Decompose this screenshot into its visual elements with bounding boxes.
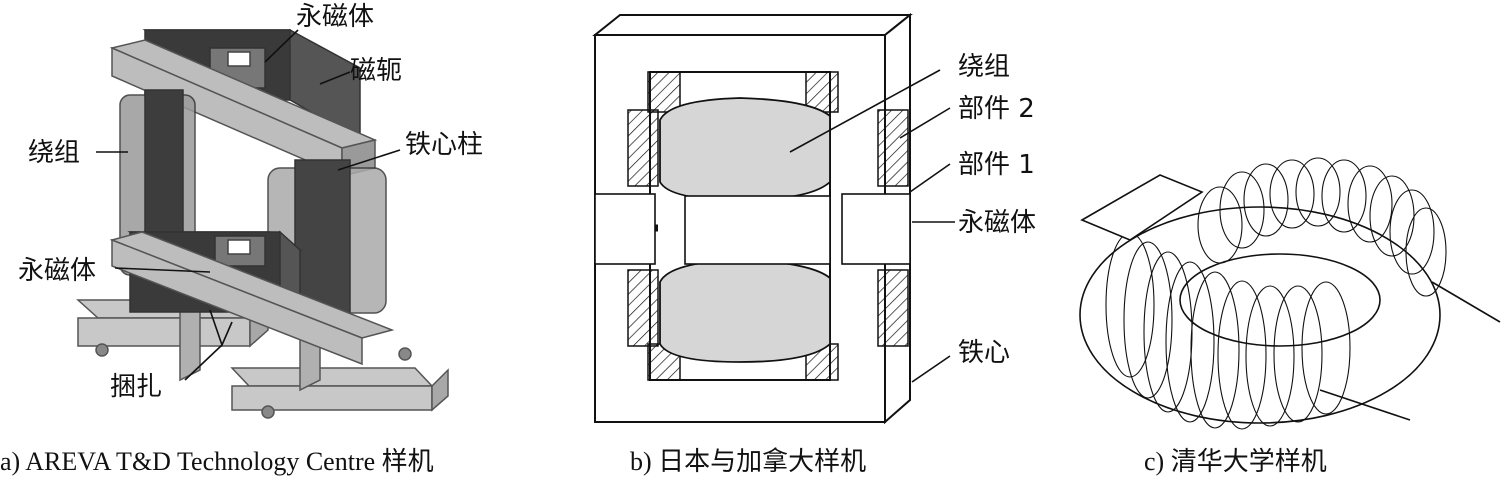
leader-lines-b xyxy=(789,69,955,383)
label-part1: 部件 1 xyxy=(958,150,1035,180)
label-part2: 部件 2 xyxy=(958,94,1035,124)
part1-blocks xyxy=(594,193,911,265)
label-core-column: 铁心柱 xyxy=(405,130,484,160)
label-winding-a: 绕组 xyxy=(28,138,81,168)
core-cross-section-diagram xyxy=(592,12,955,425)
label-top-magnet: 永磁体 xyxy=(296,2,375,32)
label-bottom-magnet: 永磁体 xyxy=(18,256,97,286)
panel-c-tsinghua-prototype: c) 清华大学样机 xyxy=(1070,0,1502,488)
label-magnet-b: 永磁体 xyxy=(958,208,1037,238)
label-winding-b: 绕组 xyxy=(958,52,1011,82)
top-yoke xyxy=(142,28,361,142)
winding-turns xyxy=(1105,157,1447,430)
areva-transformer-illustration xyxy=(76,28,449,419)
leader-lines-a xyxy=(96,29,401,381)
label-core: 铁心 xyxy=(958,338,1011,368)
windings xyxy=(659,97,831,363)
caption-b: b) 日本与加拿大样机 xyxy=(630,447,867,476)
toroidal-transformer-illustration xyxy=(1079,157,1501,430)
torus xyxy=(1079,157,1447,430)
panel-b-japan-canada-prototype: 绕组 部件 2 部件 1 永磁体 铁心 b) 日本与加拿大样机 xyxy=(560,0,1070,488)
caption-c: c) 清华大学样机 xyxy=(1144,447,1327,476)
terminal-leads xyxy=(1080,174,1501,421)
panel-a-areva-prototype: 永磁体 磁轭 绕组 铁心柱 永磁体 捆扎 a) AREVA T&D Techno… xyxy=(0,0,540,488)
label-yoke: 磁轭 xyxy=(350,56,403,86)
label-binding: 捆扎 xyxy=(110,372,163,402)
caption-a: a) AREVA T&D Technology Centre 样机 xyxy=(0,447,434,476)
